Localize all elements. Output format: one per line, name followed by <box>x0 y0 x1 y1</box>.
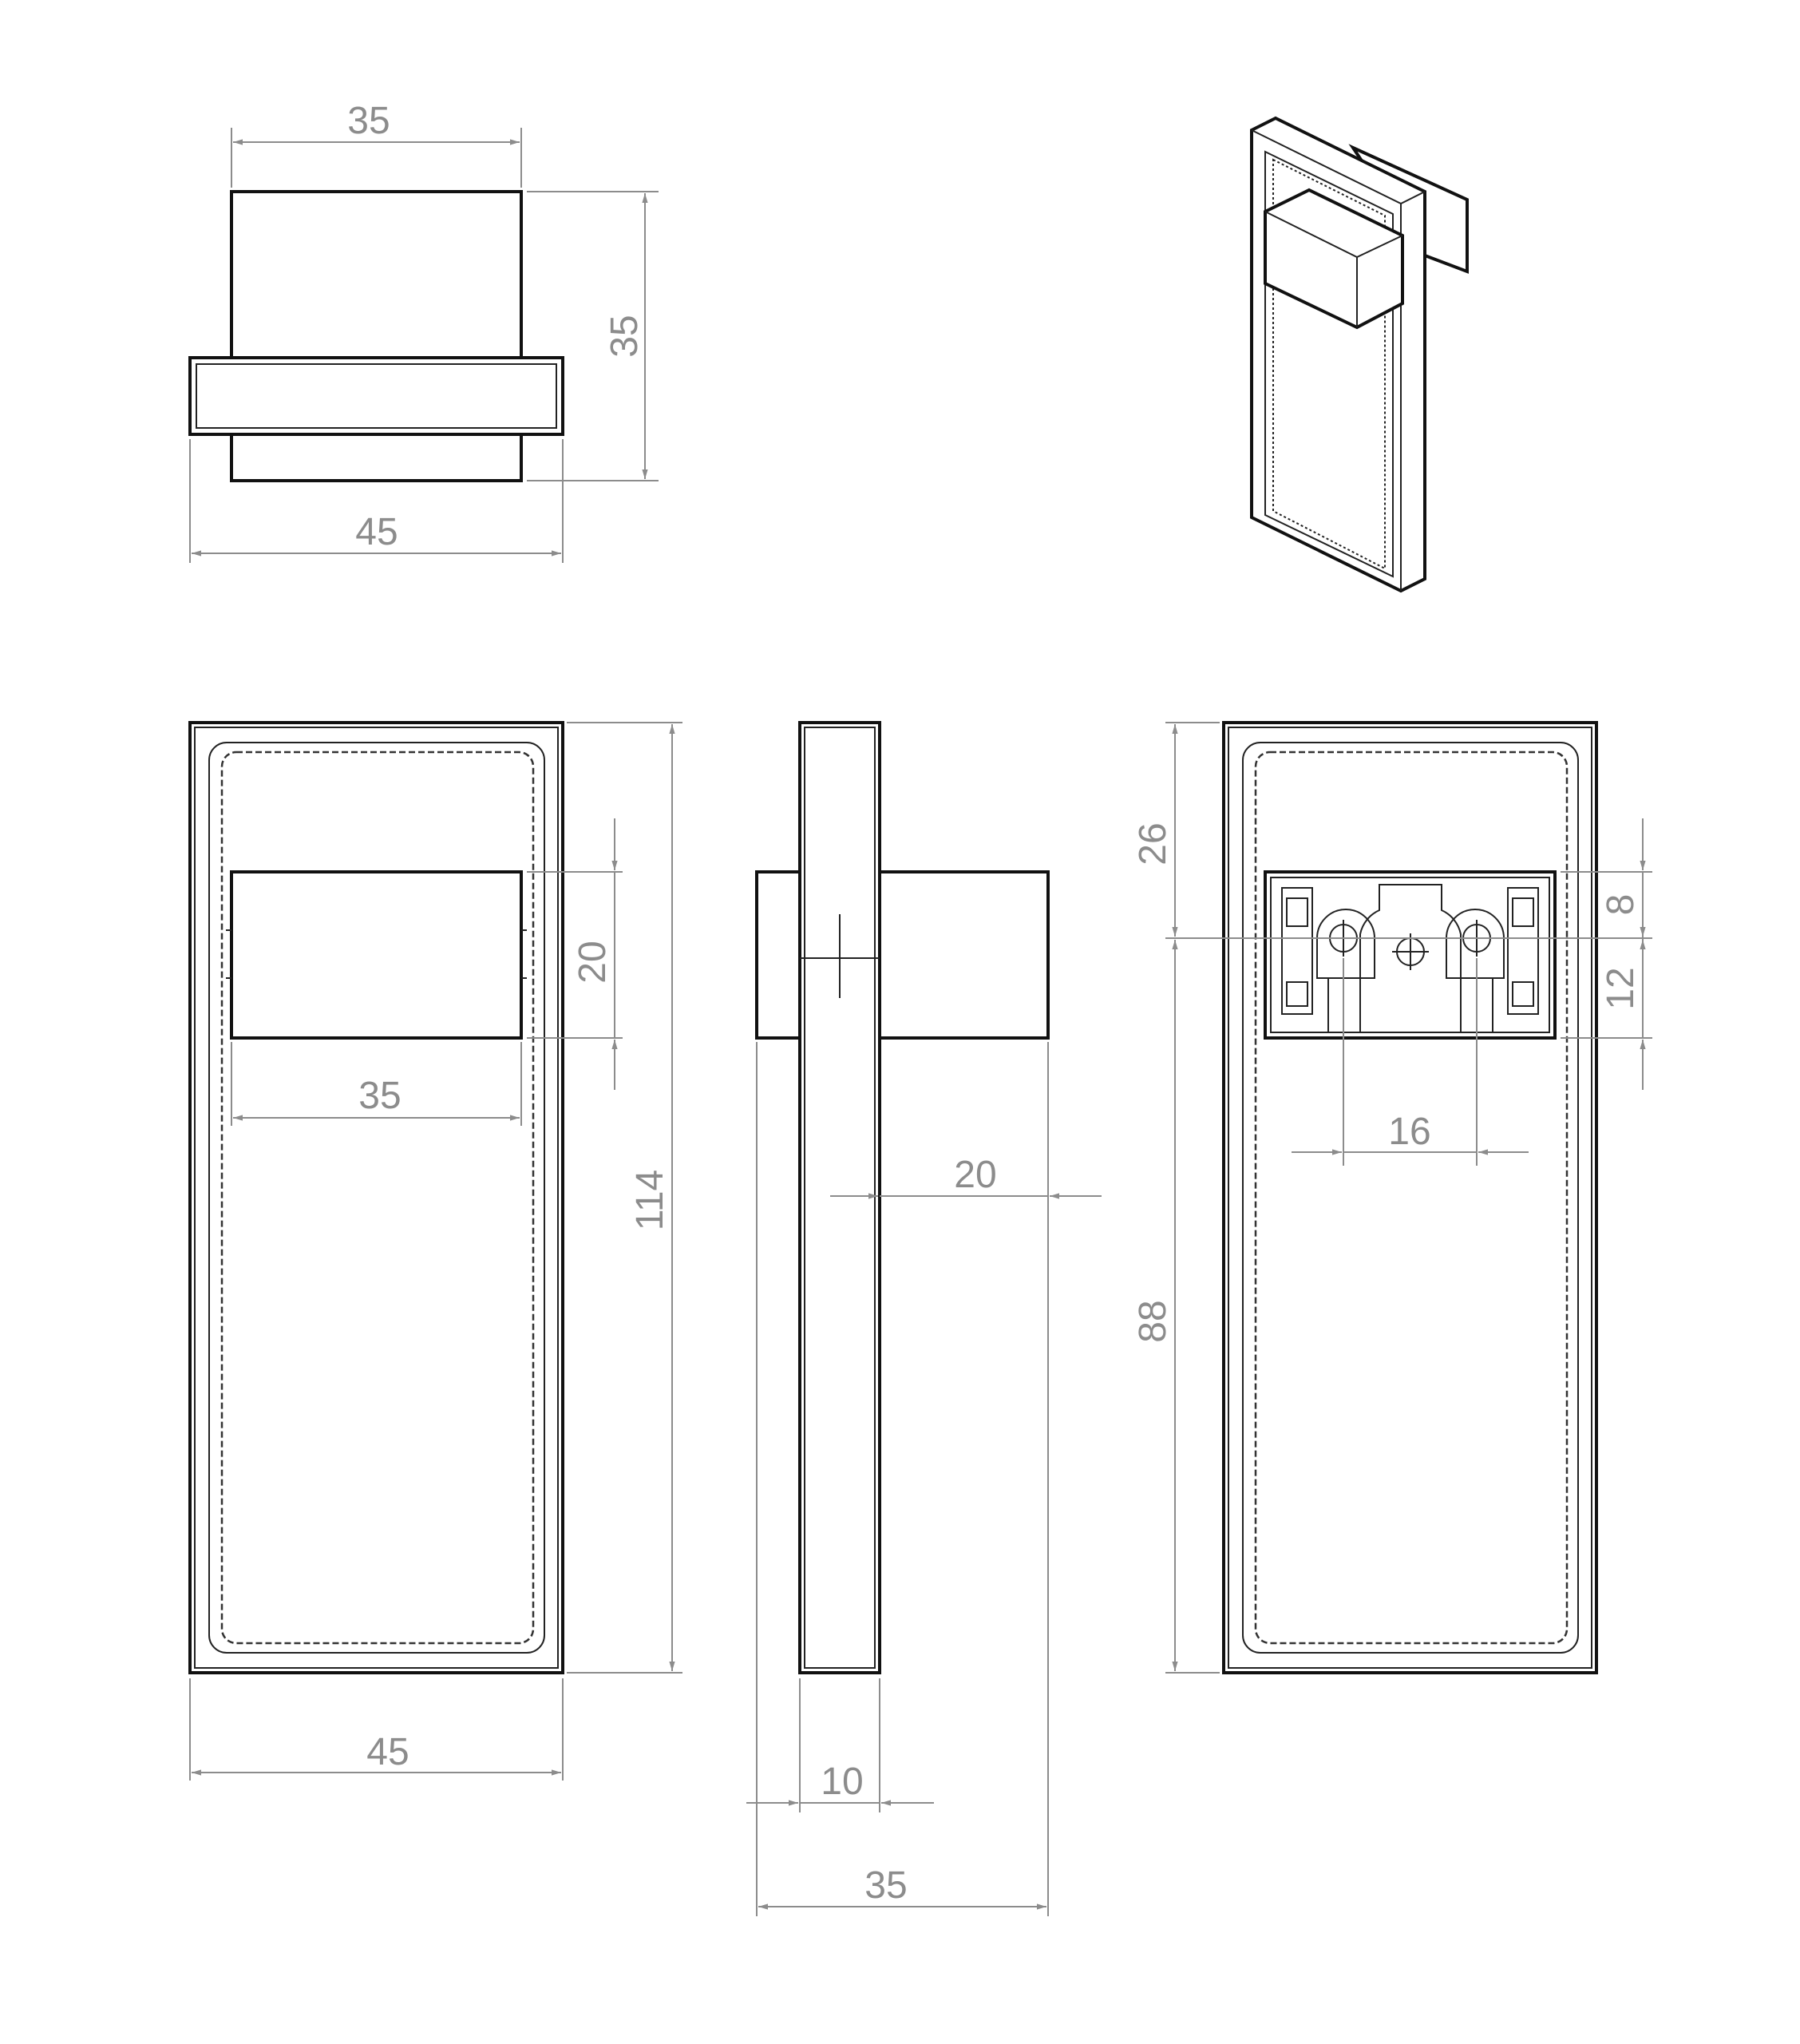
dim-side-total-depth: 35 <box>864 1864 907 1907</box>
iso-plate-recess <box>1264 150 1394 578</box>
back-clip-right <box>1507 887 1539 1015</box>
back-recess-wavy <box>1254 751 1569 1645</box>
side-view: 20 10 35 <box>746 721 1102 1916</box>
dim-top-flange-width: 45 <box>355 511 398 553</box>
front-recess-outer <box>208 742 545 1654</box>
dim-side-plate-thickness: 10 <box>821 1761 863 1803</box>
dim-front-total-width: 45 <box>366 1731 409 1773</box>
side-insert <box>755 870 1050 1040</box>
dim-front-insert-height: 20 <box>572 941 614 983</box>
back-plate <box>1222 721 1598 1674</box>
dim-top-width: 35 <box>347 100 390 142</box>
dim-top-height: 35 <box>603 315 646 357</box>
dim-side-insert-depth: 20 <box>954 1154 996 1196</box>
back-recess-outer <box>1242 742 1579 1654</box>
top-view-flange <box>188 356 564 436</box>
dim-front-insert-width: 35 <box>358 1075 401 1117</box>
dim-front-total-height: 114 <box>629 1170 671 1231</box>
dim-back-hole-lower: 12 <box>1600 967 1642 1009</box>
front-plate <box>188 721 564 1674</box>
top-view-flange-inner <box>196 363 557 429</box>
front-insert <box>230 870 523 1040</box>
top-view: 35 35 45 <box>188 100 659 563</box>
dim-back-bottom-length: 88 <box>1132 1300 1174 1342</box>
dim-back-hole-spacing: 16 <box>1388 1111 1430 1153</box>
top-view-body <box>230 190 523 482</box>
iso-plate <box>1250 116 1426 593</box>
back-latch <box>1359 884 1462 1033</box>
front-recess-wavy <box>220 751 535 1645</box>
dim-back-hole-offset: 8 <box>1600 894 1642 916</box>
side-plate <box>798 721 881 1674</box>
isometric-view <box>1250 116 1469 593</box>
back-view: 26 88 8 12 16 <box>1132 721 1652 1674</box>
back-clip-left <box>1281 887 1313 1015</box>
iso-insert <box>1264 188 1404 330</box>
dim-back-top-offset: 26 <box>1132 822 1174 865</box>
front-view: 20 35 114 45 <box>188 721 682 1781</box>
